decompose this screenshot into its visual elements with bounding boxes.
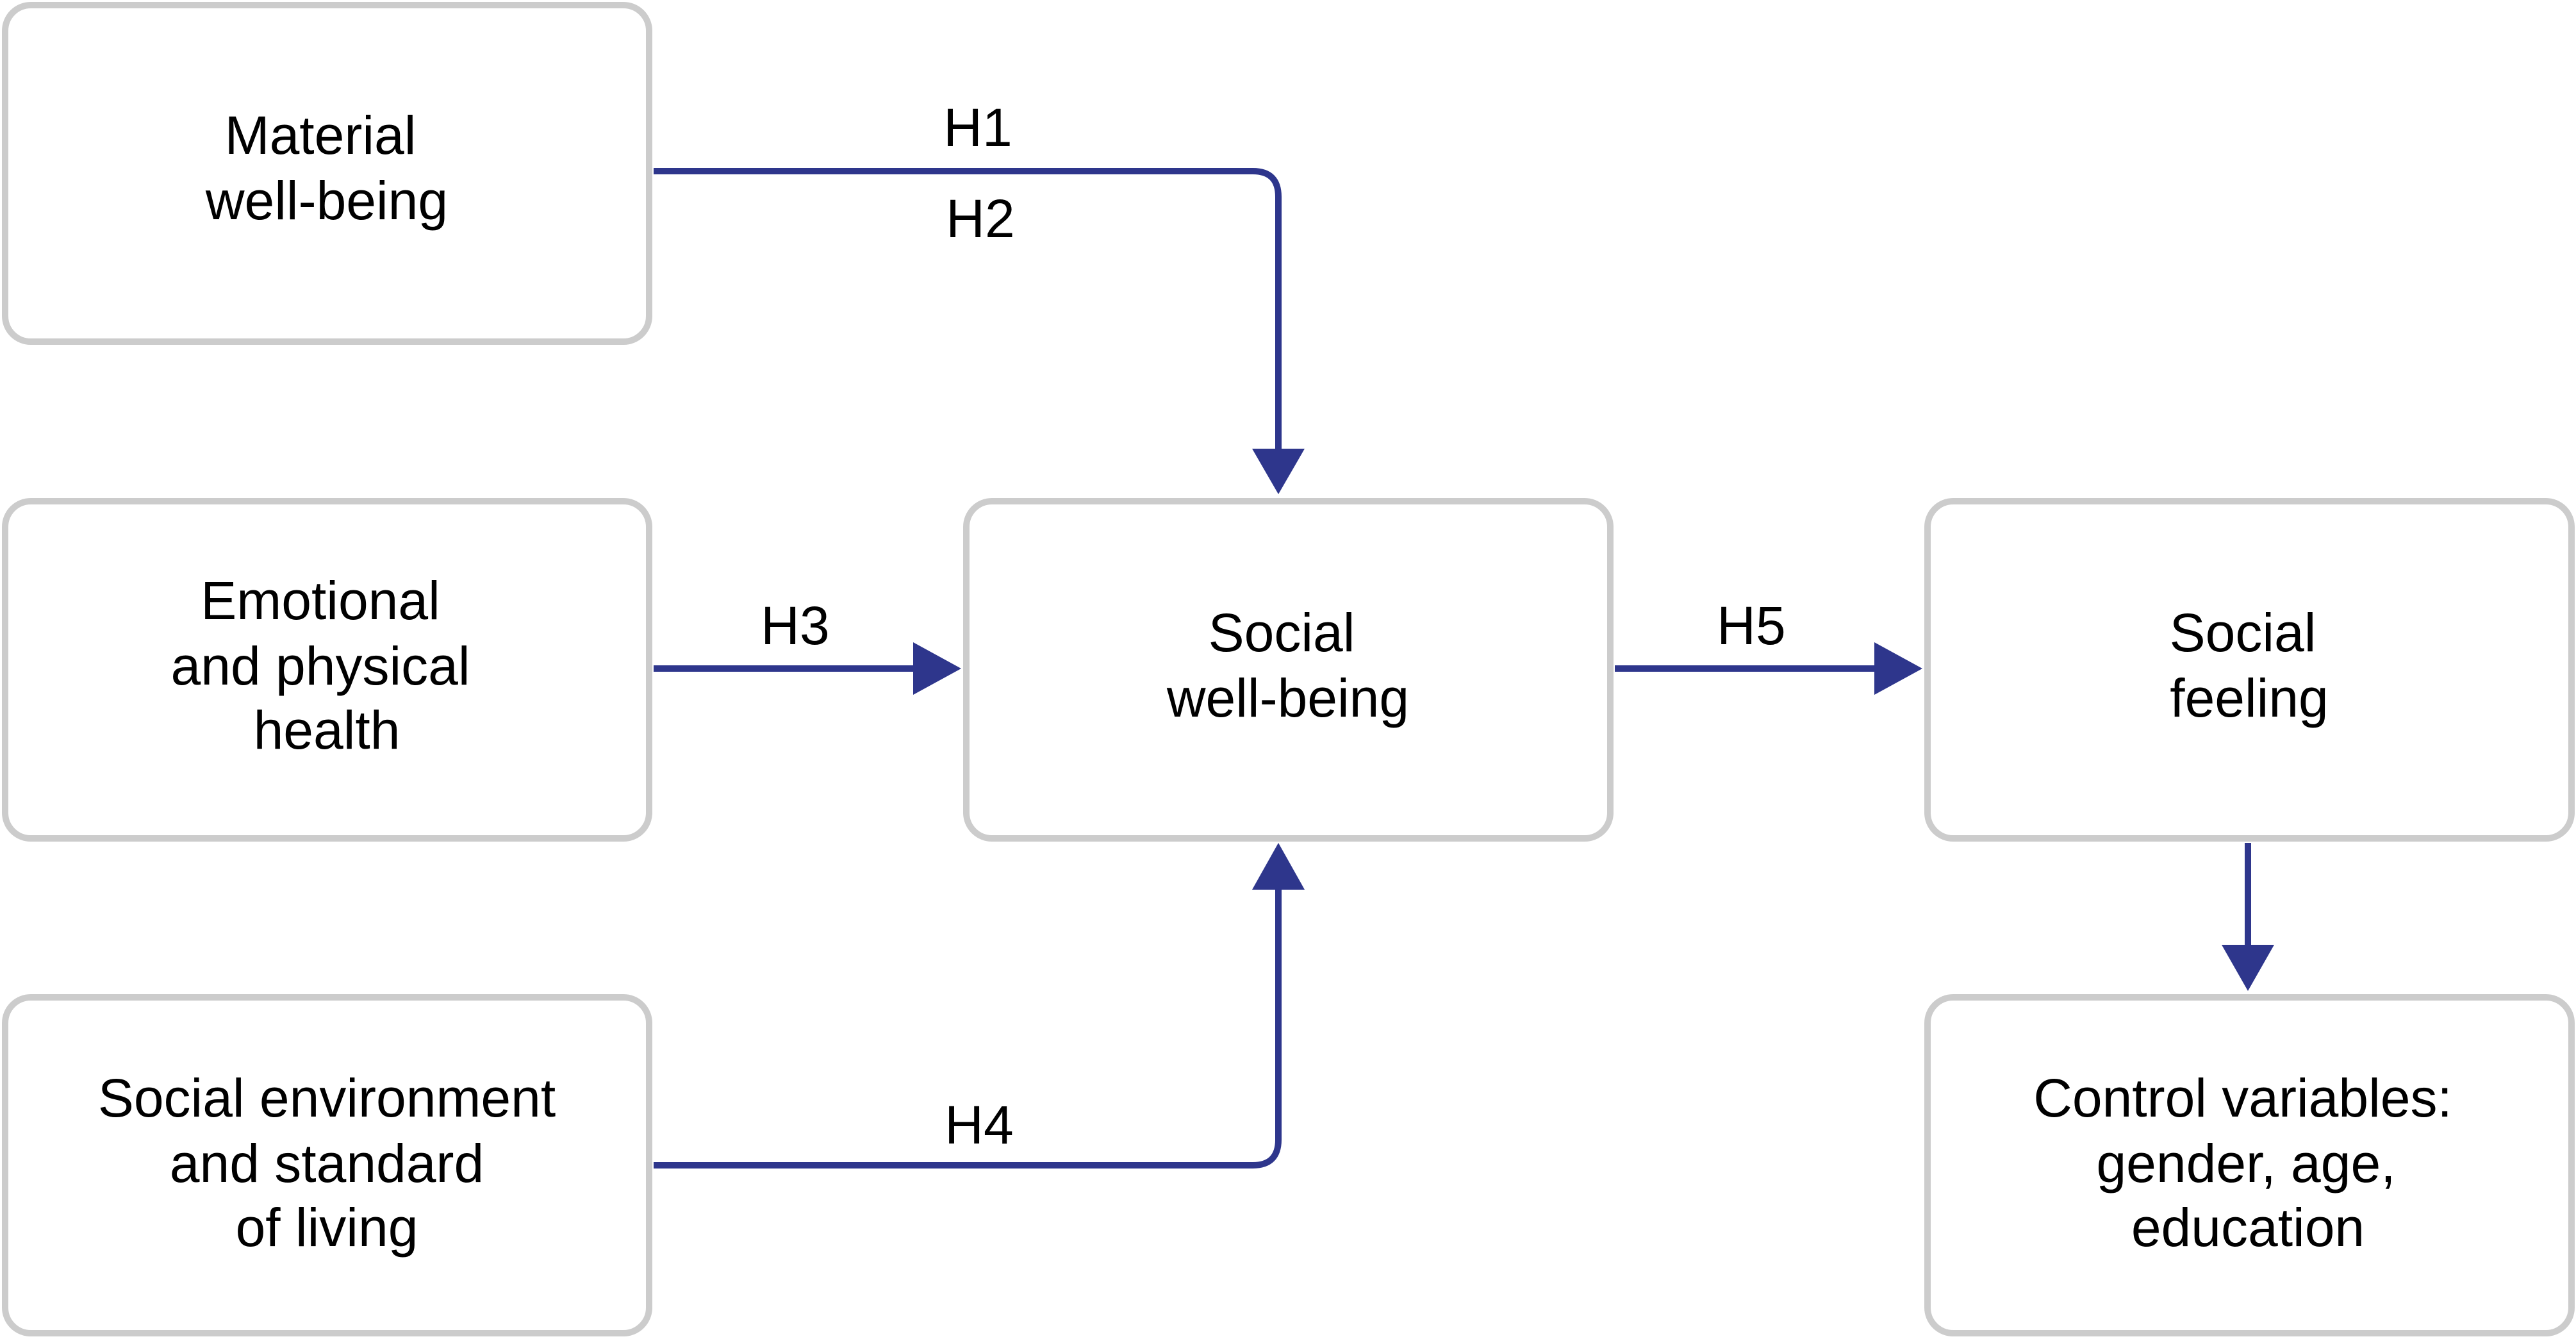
label-h2: H2 — [946, 188, 1014, 249]
node-control-variables: Control variables:gender, age,education — [1924, 994, 2575, 1336]
arrow-social-feeling-to-controls — [2222, 843, 2274, 991]
label-h3: H3 — [761, 595, 829, 656]
arrow-h1-h2: H1 H2 — [654, 97, 1305, 494]
svg-text:Control variables:gender, age,: Control variables:gender, age,education — [2033, 1068, 2452, 1258]
arrow-h4: H4 — [654, 843, 1305, 1169]
arrow-h3: H3 — [654, 595, 961, 695]
label-h1: H1 — [943, 97, 1012, 158]
arrow-h5: H5 — [1615, 595, 1922, 695]
label-h4: H4 — [945, 1095, 1013, 1155]
label-h5: H5 — [1717, 595, 1785, 656]
